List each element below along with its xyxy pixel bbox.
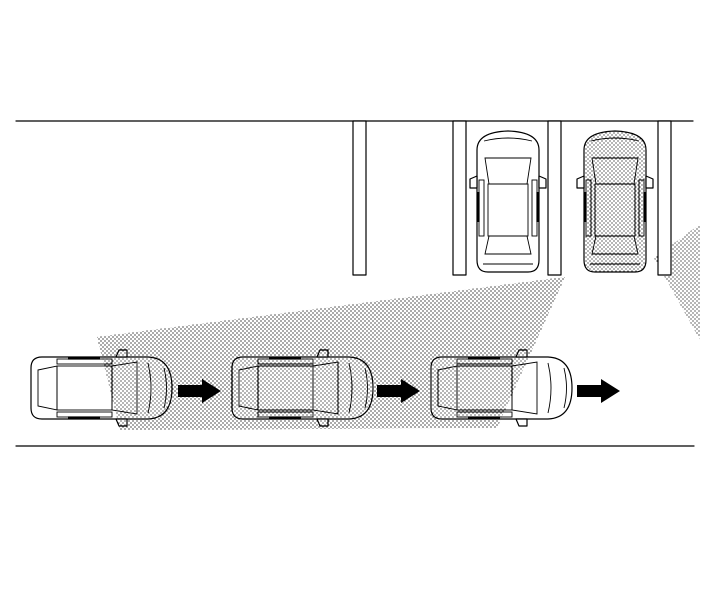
detection-zone-overlay bbox=[97, 277, 565, 430]
parking-divider-1 bbox=[352, 120, 367, 276]
parking-divider-4 bbox=[657, 120, 672, 276]
parking-divider-2 bbox=[452, 120, 467, 276]
arrow-right-icon bbox=[577, 379, 620, 403]
parked-car-icon bbox=[469, 130, 547, 273]
parked-car-detected-icon bbox=[576, 130, 654, 273]
parking-divider-3 bbox=[547, 120, 562, 276]
